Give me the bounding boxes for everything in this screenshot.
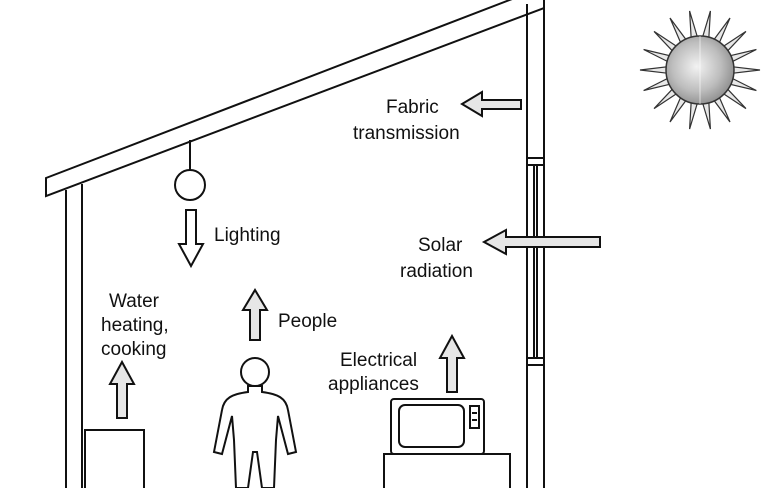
cooker-box [84,429,145,488]
sun-ray [688,101,699,130]
lighting-label: Lighting [214,225,281,246]
fabric-label-line2: transmission [353,123,460,144]
electrical-label-line2: appliances [328,374,419,395]
fabric-arrow [460,90,522,118]
water-heating-arrow [108,359,136,419]
water-label-line1: Water [109,291,160,312]
sun-icon [639,10,761,130]
sun-ray [688,10,699,39]
sun-ray [701,101,712,130]
solar-arrow [481,228,601,256]
fabric-label-line1: Fabric [386,97,439,118]
sun-ray [643,48,672,63]
sun-ray [732,66,761,74]
solar-label-line2: radiation [400,261,473,282]
roof [45,0,545,198]
left-wall [65,184,83,488]
people-arrow [241,288,269,341]
television-icon [390,398,485,455]
person-icon [212,357,298,488]
sun-ray [728,77,757,92]
lighting-arrow [177,209,205,269]
water-label-line2: heating, [101,315,169,336]
light-bulb-icon [174,140,206,201]
sun-ray [701,10,712,39]
sun-ray [728,48,757,63]
sun-ray [639,66,668,74]
electrical-label-line1: Electrical [340,350,417,371]
water-label-line3: cooking [101,339,167,360]
electrical-arrow [438,333,466,393]
window [527,157,544,366]
sun-ray [643,77,672,92]
tv-stand [383,453,511,488]
people-label: People [278,311,337,332]
solar-label-line1: Solar [418,235,463,256]
